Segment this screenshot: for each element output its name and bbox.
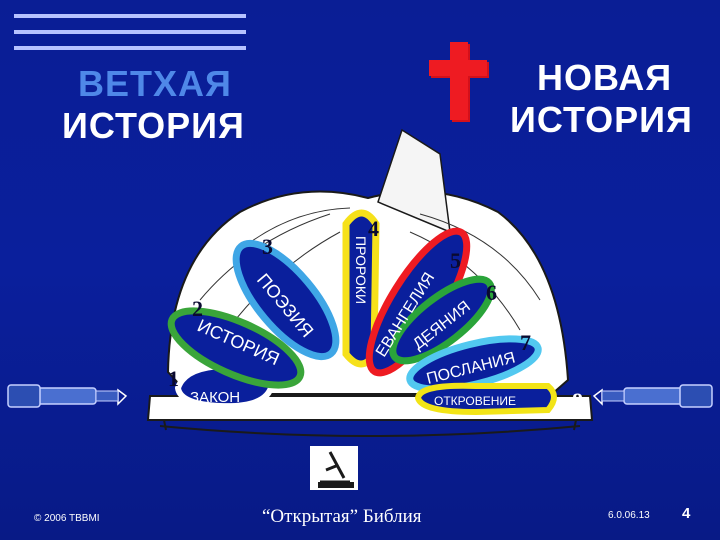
microscope-icon [310,446,358,490]
section-otkrovenie[interactable] [414,382,557,416]
caption-open-bible: “Открытая” Библия [262,506,422,527]
old-history-title-line2: ИСТОРИЯ [62,105,245,146]
slide-code: 6.0.06.13 [608,510,650,521]
section-number-1: 1 [168,366,179,391]
old-history-title-line1: ВЕТХАЯ [78,63,232,104]
top-decor-line [14,14,246,18]
section-istoriya[interactable] [161,296,310,400]
section-label-zakon: ЗАКОН [190,389,240,406]
section-number-6: 6 [486,280,497,305]
copyright-text: © 2006 TBBMI [34,513,100,524]
section-number-4: 4 [368,216,379,241]
section-number-3: 3 [262,234,273,259]
section-number-2: 2 [192,296,203,321]
page-number: 4 [682,505,691,522]
new-history-title-line2: ИСТОРИЯ [510,99,693,140]
new-history-title-line1: НОВАЯ [537,57,673,98]
section-label-proroki: ПРОРОКИ [353,236,369,304]
section-number-8: 8 [572,388,583,413]
section-poeziya[interactable] [220,228,353,371]
top-decor-line [14,46,246,50]
top-decor-line [14,30,246,34]
cross-icon [429,42,489,122]
telescope-right-icon [592,384,713,408]
section-deyaniya[interactable] [381,266,503,375]
section-label-otkrovenie: ОТКРОВЕНИЕ [434,394,516,408]
section-number-5: 5 [450,248,461,273]
section-number-7: 7 [520,330,531,355]
telescope-left-icon [7,384,128,408]
